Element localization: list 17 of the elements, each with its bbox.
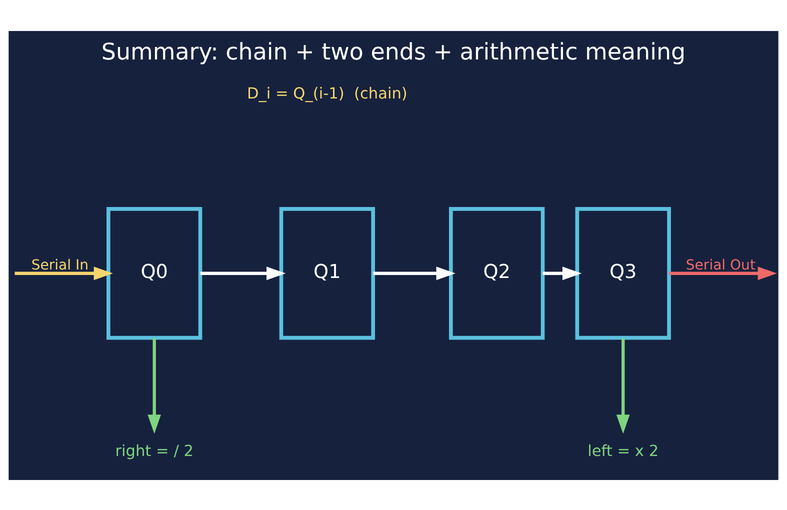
edge-label: Serial Out	[686, 256, 756, 273]
node-text: right = / 2	[115, 441, 194, 460]
arrow	[616, 338, 630, 434]
edge-label: Serial In	[31, 256, 89, 273]
node-box: Q0	[106, 206, 202, 340]
node-text: left = x 2	[588, 441, 659, 460]
arrow	[542, 266, 582, 280]
arrow	[200, 266, 286, 280]
arrow	[148, 338, 162, 434]
arrow	[14, 266, 113, 280]
label: D_i = Q_(i-1) (chain)	[246, 84, 408, 102]
node-box: Q3	[575, 206, 671, 340]
diagram-title: Summary: chain + two ends + arithmetic meaning	[101, 39, 686, 66]
node-box: Q1	[279, 206, 375, 340]
arrow	[373, 266, 456, 280]
arrow	[669, 266, 777, 280]
node-box: Q2	[448, 206, 545, 340]
